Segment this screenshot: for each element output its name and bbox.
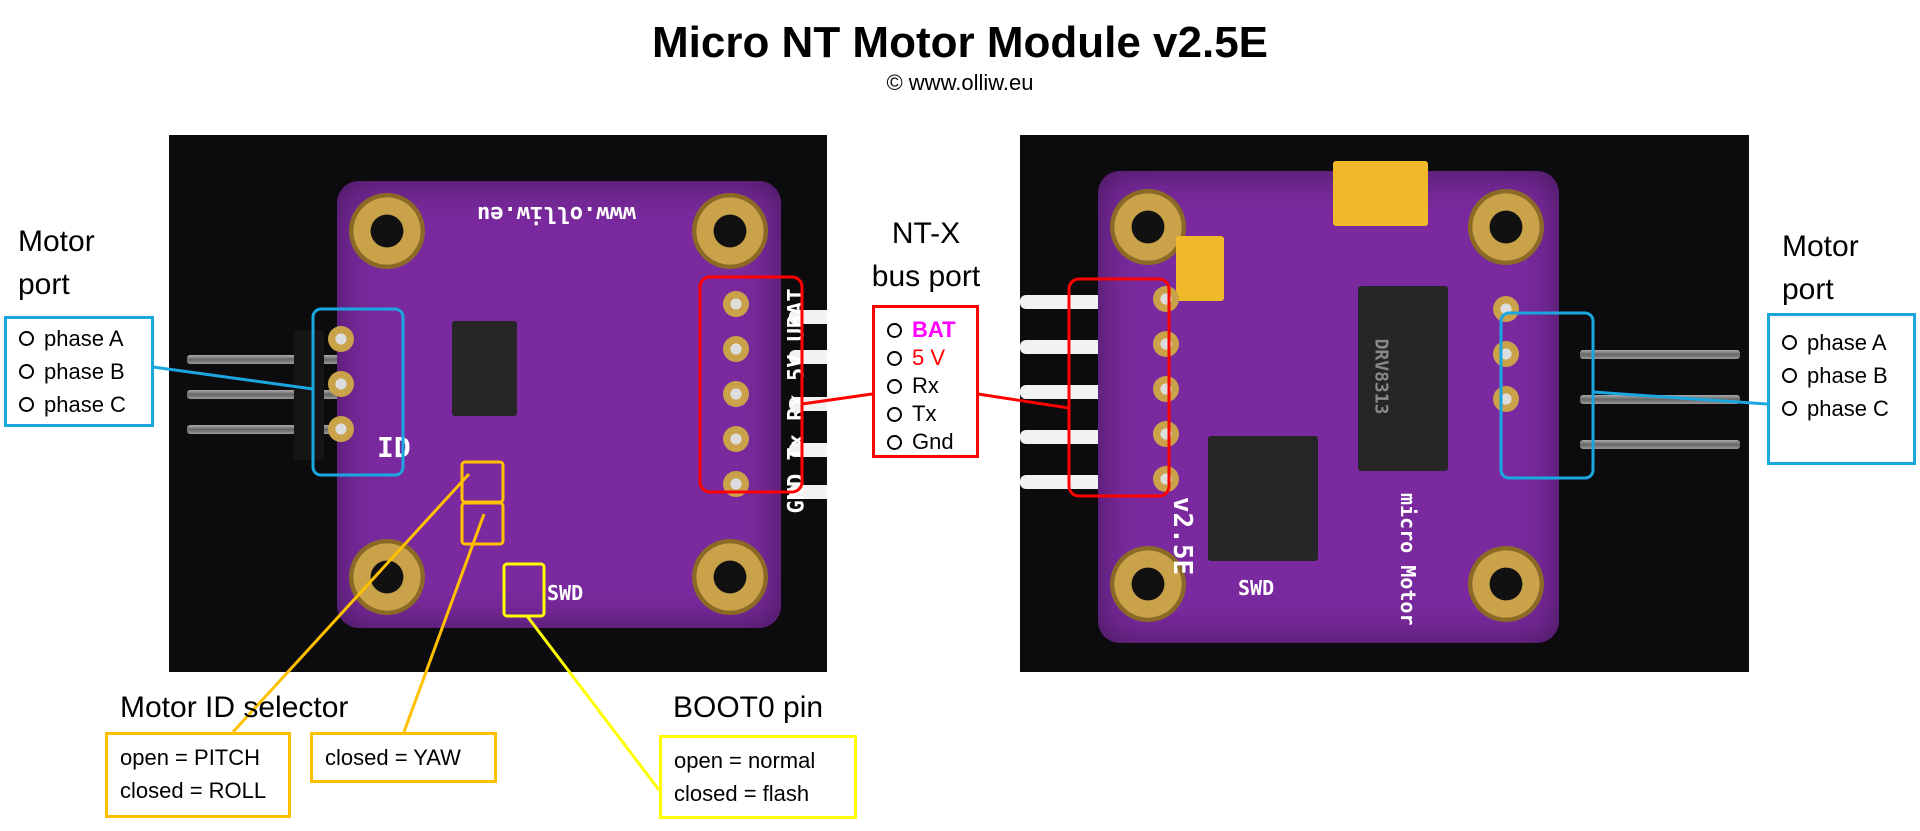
list-item: phase B — [1782, 359, 1901, 392]
option-text: closed = ROLL — [120, 778, 267, 803]
pin-circle-icon — [887, 322, 902, 338]
pin-label: phase C — [44, 392, 126, 417]
pin-circle-icon — [19, 397, 34, 412]
connector-line — [801, 392, 873, 406]
option-text: closed = YAW — [325, 745, 461, 770]
left-motor-highlight — [311, 307, 405, 477]
pin-label: BAT — [912, 317, 956, 342]
list-item: phase C — [19, 388, 139, 421]
option-text: open = normal — [674, 748, 816, 773]
pin-label: phase A — [44, 326, 124, 351]
id-jumper-2 — [460, 501, 505, 546]
bus-port-heading: NT-X bus port — [866, 212, 986, 298]
list-item: phase A — [19, 322, 139, 355]
right-bus-highlight — [1067, 277, 1171, 498]
left-motor-port-box: phase A phase B phase C — [4, 316, 154, 427]
pin-label: Tx — [912, 401, 937, 426]
list-item: Gnd — [887, 428, 964, 456]
list-item: phase A — [1782, 326, 1901, 359]
pcb-id-label: ID — [377, 431, 411, 464]
motor-id-box-yaw: closed = YAW — [310, 732, 497, 783]
pin-label: 5 V — [912, 345, 946, 370]
right-motor-port-heading: Motor port — [1782, 225, 1859, 311]
motor-id-box-pitch-roll: open = PITCH closed = ROLL — [105, 732, 291, 818]
pin-circle-icon — [887, 434, 902, 450]
heading-line: port — [18, 268, 70, 301]
left-motor-port-heading: Motor port — [18, 220, 95, 306]
pcb-board: DRV8313 v2.5E micro Motor SWD — [1098, 161, 1559, 643]
pcb-swd-label: SWD — [547, 581, 584, 605]
option-text: closed = flash — [674, 781, 810, 806]
pin-circle-icon — [1782, 368, 1797, 383]
pcb-swd-label: SWD — [1238, 576, 1275, 600]
pin-label: Gnd — [912, 429, 954, 454]
pin-label: phase B — [1807, 363, 1888, 388]
motor-id-heading: Motor ID selector — [120, 691, 349, 724]
boot0-box: open = normal closed = flash — [659, 735, 857, 819]
photo-top-side: DRV8313 v2.5E micro Motor SWD — [1020, 135, 1749, 672]
option-text: open = PITCH — [120, 745, 261, 770]
pin-circle-icon — [1782, 401, 1797, 416]
heading-line: Motor — [1782, 230, 1859, 263]
boot0-heading: BOOT0 pin — [673, 691, 824, 724]
heading-line: port — [1782, 273, 1834, 306]
list-item: BAT — [887, 316, 964, 344]
list-item: phase B — [19, 355, 139, 388]
left-bus-highlight — [698, 275, 804, 494]
list-item: 5 V — [887, 344, 964, 372]
pin-label: phase B — [44, 359, 125, 384]
pin-circle-icon — [1782, 335, 1797, 350]
right-motor-port-box: phase A phase B phase C — [1767, 313, 1916, 465]
connector-line — [525, 615, 661, 791]
id-jumper-1 — [460, 460, 505, 504]
heading-line: NT-X — [891, 217, 961, 250]
connector-line — [152, 365, 314, 391]
pin-circle-icon — [19, 364, 34, 379]
connector-line — [1592, 390, 1768, 406]
copyright: © www.olliw.eu — [886, 70, 1034, 95]
pin-label: phase C — [1807, 396, 1889, 421]
pin-circle-icon — [19, 331, 34, 346]
page-title: Micro NT Motor Module v2.5E — [651, 18, 1269, 67]
pin-label: Rx — [912, 373, 939, 398]
heading-line: bus port — [871, 260, 981, 293]
connector-line — [977, 392, 1070, 410]
heading-line: Motor — [18, 225, 95, 258]
bus-port-box: BAT 5 V Rx Tx Gnd — [872, 305, 979, 458]
pcb-board: www.olliw.eu GND Tx Rx 5V UBAT ID SWD — [328, 181, 810, 628]
connector-line — [402, 513, 486, 733]
list-item: Rx — [887, 372, 964, 400]
pin-circle-icon — [887, 350, 902, 366]
right-motor-highlight — [1499, 311, 1595, 480]
boot0-jumper — [502, 562, 546, 618]
pin-circle-icon — [887, 378, 902, 394]
pin-label: phase A — [1807, 330, 1887, 355]
list-item: phase C — [1782, 392, 1901, 425]
photo-bottom-side: www.olliw.eu GND Tx Rx 5V UBAT ID SWD — [169, 135, 827, 672]
list-item: Tx — [887, 400, 964, 428]
connector-line — [231, 472, 471, 734]
pin-circle-icon — [887, 406, 902, 422]
